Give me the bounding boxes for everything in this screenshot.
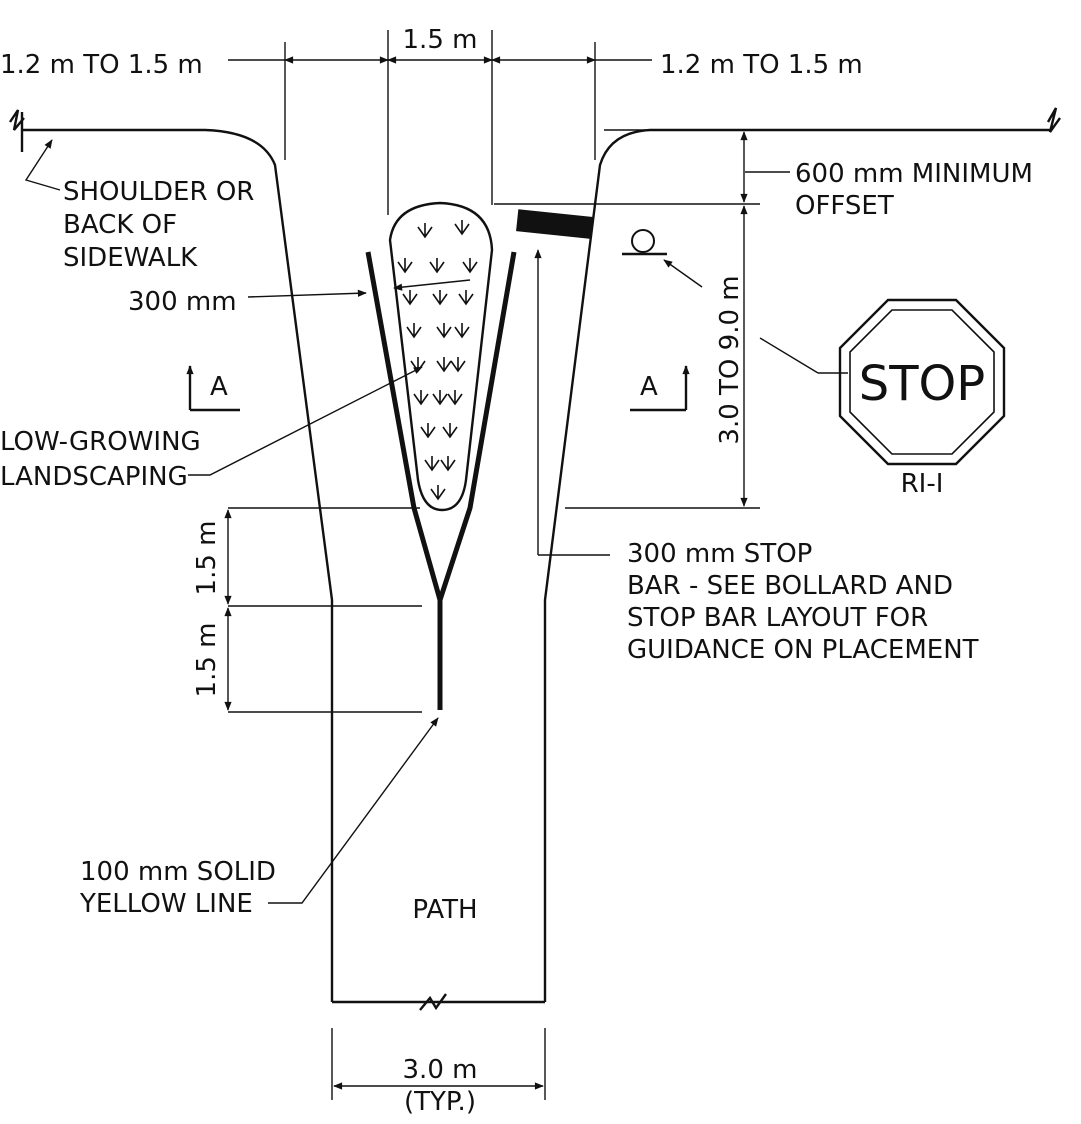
bollard-circle-icon bbox=[622, 229, 667, 256]
yellow-line-label-line2: YELLOW LINE bbox=[79, 889, 253, 919]
sign-code-label: RI-I bbox=[901, 469, 944, 499]
min-offset-label-line1: 600 mm MINIMUM bbox=[795, 159, 1033, 189]
dim-path-typ-label: (TYP.) bbox=[404, 1087, 476, 1117]
left-lower-dimensions bbox=[224, 507, 422, 713]
dim-path-width-label: 3.0 m bbox=[403, 1055, 478, 1085]
dim-vertical-right-label: 3.0 TO 9.0 m bbox=[715, 275, 745, 444]
section-label-left: A bbox=[210, 372, 228, 402]
break-line-icon bbox=[1046, 107, 1061, 133]
section-marker-left bbox=[186, 365, 240, 412]
path-label: PATH bbox=[412, 895, 477, 925]
path-width-dimension bbox=[331, 1028, 546, 1100]
section-label-right: A bbox=[640, 372, 658, 402]
octagon-stop-sign-icon bbox=[838, 298, 1006, 466]
break-line-icon bbox=[9, 109, 25, 131]
stop-bar-note-line4: GUIDANCE ON PLACEMENT bbox=[627, 635, 979, 665]
stop-sign-text: STOP bbox=[859, 356, 986, 412]
shoulder-label-line2: BACK OF bbox=[63, 210, 177, 240]
landscaping-label-line2: LANDSCAPING bbox=[0, 462, 188, 492]
edge-and-center-lines bbox=[365, 251, 517, 710]
dim-300mm-label: 300 mm bbox=[128, 287, 237, 317]
section-marker-right bbox=[630, 365, 690, 412]
dim-center-width-label: 1.5 m bbox=[403, 25, 478, 55]
stop-bar bbox=[516, 209, 593, 239]
dim-lower-1-5-label: 1.5 m bbox=[192, 623, 222, 698]
shoulder-label-line3: SIDEWALK bbox=[63, 243, 198, 273]
top-dimensions bbox=[228, 30, 652, 215]
dim-left-offset-label: 1.2 m TO 1.5 m bbox=[0, 50, 203, 80]
break-line-icon bbox=[419, 993, 447, 1011]
right-vertical-dimension bbox=[494, 129, 790, 509]
dim-upper-1-5-label: 1.5 m bbox=[192, 521, 222, 596]
yellow-line-label-line1: 100 mm SOLID bbox=[80, 857, 276, 887]
landscaping-label-line1: LOW-GROWING bbox=[0, 427, 201, 457]
shoulder-label-line1: SHOULDER OR bbox=[63, 177, 254, 207]
median-island bbox=[388, 201, 494, 512]
stop-bar-note-line1: 300 mm STOP bbox=[627, 539, 812, 569]
stop-bar-note-line2: BAR - SEE BOLLARD AND bbox=[627, 571, 953, 601]
dim-right-offset-label: 1.2 m TO 1.5 m bbox=[660, 50, 863, 80]
min-offset-label-line2: OFFSET bbox=[795, 191, 894, 221]
stop-bar-note-line3: STOP BAR LAYOUT FOR bbox=[627, 603, 928, 633]
